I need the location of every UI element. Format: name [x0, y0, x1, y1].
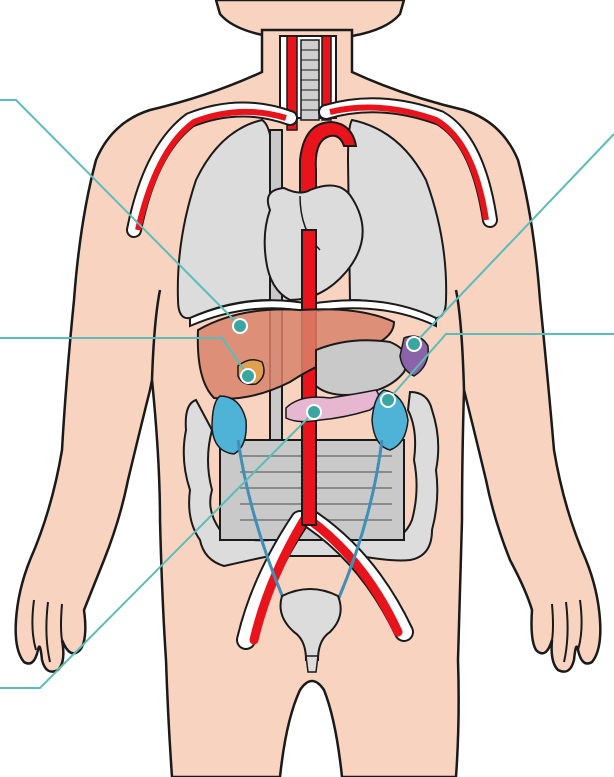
pointer-dot-kidney [381, 393, 395, 407]
pointer-dot-spleen [407, 337, 421, 351]
urethra [306, 656, 318, 672]
descending-aorta [302, 230, 316, 525]
pointer-dot-gallbladder [241, 369, 255, 383]
pointer-dot-pancreas [307, 405, 321, 419]
pointer-dot-liver [233, 319, 247, 333]
